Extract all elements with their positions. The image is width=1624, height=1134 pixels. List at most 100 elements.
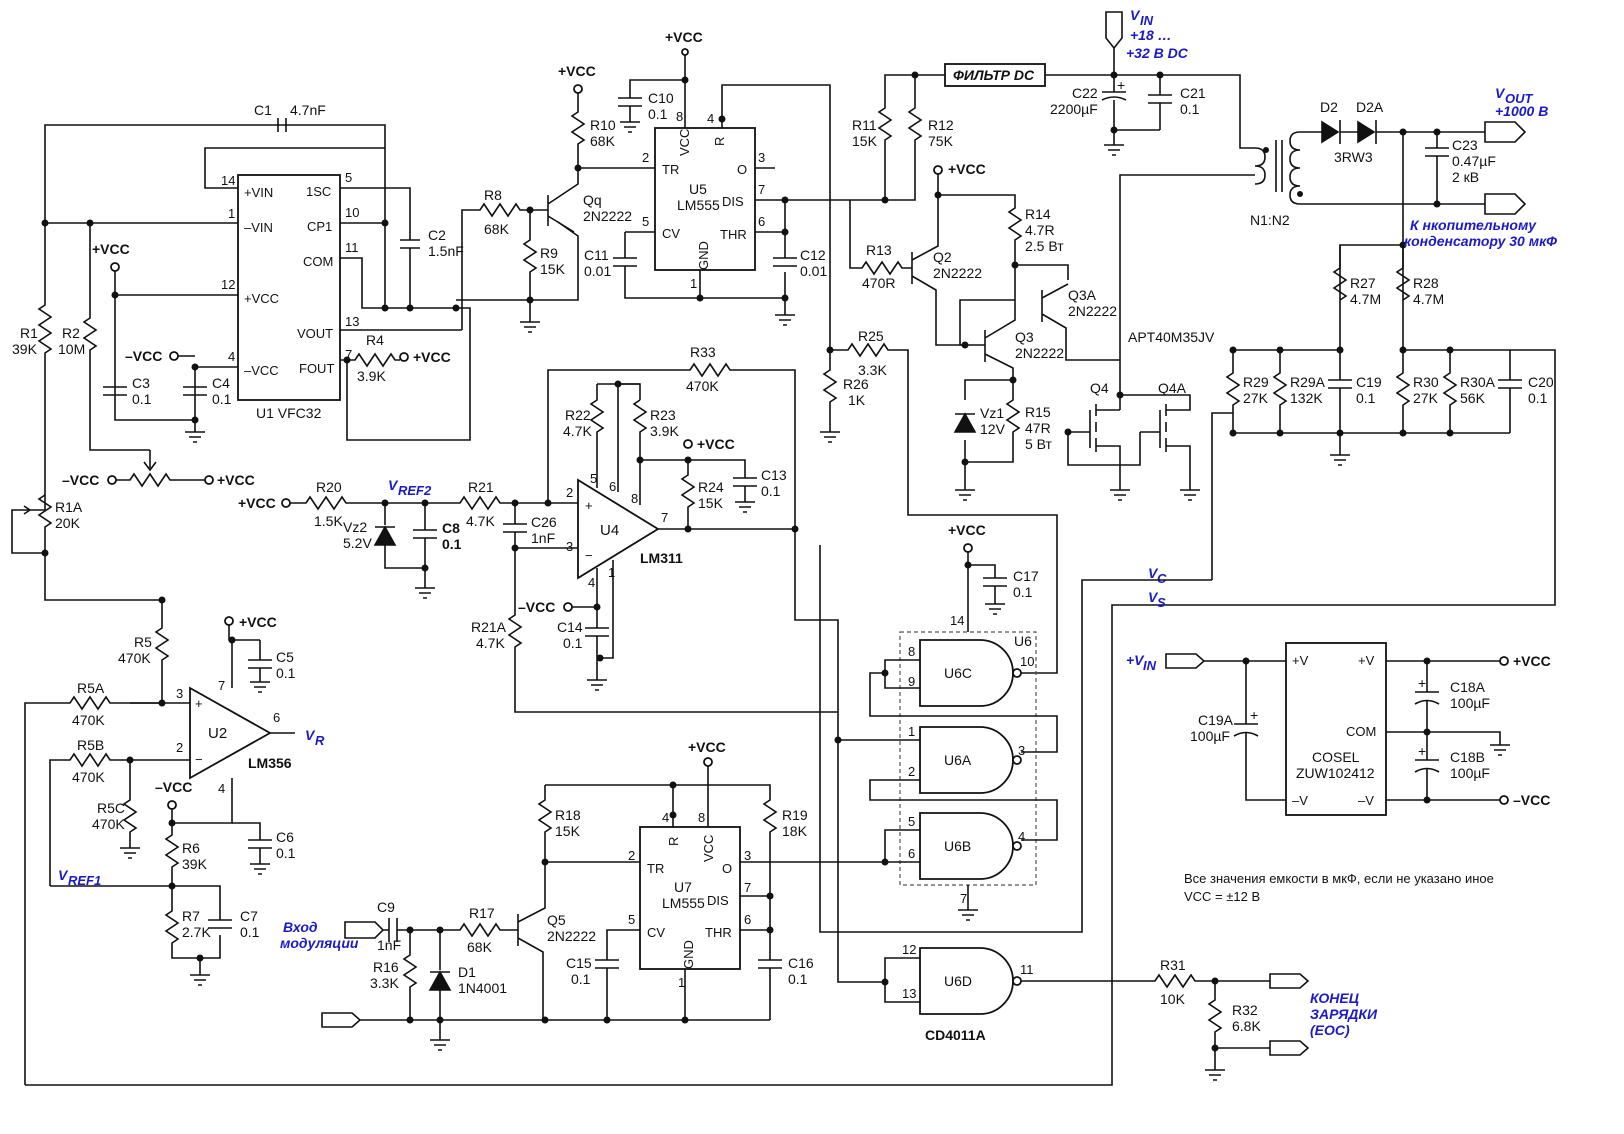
c17-label: C17: [1013, 568, 1039, 584]
c14-label: C14: [557, 619, 583, 635]
vcc-label-q2: +VCC: [948, 161, 986, 177]
r5a-value: 470K: [72, 712, 105, 728]
r21-label: R21: [468, 479, 494, 495]
u6a-label: U6A: [944, 752, 972, 768]
vref1-signal: V: [58, 867, 69, 883]
qq-value: 2N2222: [583, 208, 632, 224]
u7-pin5: 5: [628, 912, 635, 927]
u7-pin-r: R: [666, 837, 681, 846]
d2-label: D2: [1320, 99, 1338, 115]
r7-value: 2.7K: [182, 924, 211, 940]
cosel-pin-vout: +V: [1358, 653, 1375, 668]
r5b-value: 470K: [72, 769, 105, 785]
c19a-value: 100µF: [1190, 728, 1230, 744]
u5-pin-gnd: GND: [696, 241, 711, 270]
u5-label: U5: [689, 181, 707, 197]
u1-pin-com: COM: [303, 254, 333, 269]
r1a-label: R1A: [55, 499, 83, 515]
vout-label: V: [1495, 85, 1506, 101]
u6c-label: U6C: [944, 665, 972, 681]
r18-value: 15K: [555, 823, 581, 839]
u2-lm356: U2 LM356 + −: [189, 686, 292, 780]
r21a-label: R21A: [471, 619, 507, 635]
u1-pin-cp1: CP1: [307, 219, 332, 234]
u6-pin9: 9: [908, 674, 915, 689]
u5-pin8: 8: [676, 109, 683, 124]
vcc-label-u2: +VCC: [239, 614, 277, 630]
dc-filter-label: ФИЛЬТР DC: [953, 67, 1035, 83]
u7-pin-gnd: GND: [681, 940, 696, 969]
c26-label: C26: [531, 514, 557, 530]
u2-pin2: 2: [176, 740, 183, 755]
u4-lm311: U4 LM311 + −: [577, 478, 683, 580]
r5c-label: R5C: [97, 800, 125, 816]
u7-pin4: 4: [662, 810, 669, 825]
c10-value: 0.1: [648, 106, 668, 122]
u5-pin1: 1: [690, 276, 697, 291]
u6-pin2: 2: [908, 764, 915, 779]
vcc-label-u5: +VCC: [665, 29, 703, 45]
r29-value: 27K: [1243, 390, 1269, 406]
r1-label: R1: [20, 325, 38, 341]
u2-pin3: 3: [176, 686, 183, 701]
mod-input-label2: модуляции: [280, 935, 359, 951]
c11-label: C11: [584, 247, 609, 263]
u1-pinnum: 12: [221, 277, 235, 292]
u4-pin8: 8: [631, 491, 638, 506]
r28-value: 4.7M: [1413, 291, 1444, 307]
eoc-label3: (EOC): [1310, 1022, 1350, 1038]
vs-signal: V: [1148, 589, 1159, 605]
u1-pinnum: 5: [345, 170, 352, 185]
u6-label: U6: [1014, 633, 1032, 649]
r31-label: R31: [1160, 957, 1186, 973]
u7-pin-tr: TR: [647, 861, 664, 876]
r27-value: 4.7M: [1350, 291, 1381, 307]
u7-pin-cv: CV: [647, 925, 665, 940]
c9-value: 1nF: [377, 937, 401, 953]
c8-label: C8: [442, 520, 460, 536]
c26-value: 1nF: [531, 530, 555, 546]
r29-label: R29: [1243, 374, 1269, 390]
u7-pin-thr: THR: [705, 925, 732, 940]
vout-value: +1000 В: [1495, 103, 1548, 119]
r13-label: R13: [866, 242, 892, 258]
r9-value: 15K: [540, 261, 566, 277]
u2-minus: −: [195, 752, 203, 767]
c9-label: C9: [377, 899, 395, 915]
vin-label-sub: IN: [1140, 13, 1154, 28]
r17-value: 68K: [467, 939, 493, 955]
vin-range2: +32 В DC: [1126, 45, 1189, 61]
vr-signal: V: [305, 727, 316, 743]
vcc-label-r4: +VCC: [413, 349, 451, 365]
nvcc-label-u1: –VCC: [125, 348, 162, 364]
c4-value: 0.1: [212, 391, 232, 407]
c19-value: 0.1: [1356, 390, 1376, 406]
r9-label: R9: [540, 245, 558, 261]
u1-pin-vin-minus: –VIN: [244, 220, 273, 235]
cosel-pin-vin-neg: –V: [1292, 793, 1308, 808]
r15-power: 5 Вт: [1025, 436, 1053, 452]
r32-value: 6.8K: [1232, 1018, 1261, 1034]
c21-value: 0.1: [1180, 101, 1200, 117]
u6-pin11: 11: [1020, 962, 1034, 977]
c14-value: 0.1: [563, 635, 583, 651]
u7-lm555: TR CV VCC R O DIS THR GND U7 LM555: [639, 826, 741, 970]
r5c-value: 470K: [92, 816, 125, 832]
r1-value: 39K: [12, 341, 38, 357]
u1-vfc32: +VIN –VIN +VCC –VCC 1SC CP1 COM VOUT FOU…: [221, 170, 359, 421]
u6-pin12: 12: [902, 942, 916, 957]
r33-value: 470K: [686, 378, 719, 394]
u6d-label: U6D: [944, 973, 972, 989]
r22-value: 4.7K: [563, 423, 592, 439]
c19a-polarity: +: [1250, 707, 1258, 723]
r15-label: R15: [1025, 404, 1051, 420]
vcc-label-r10: +VCC: [558, 63, 596, 79]
r10-label: R10: [590, 117, 616, 133]
c23-value: 0.47µF: [1452, 153, 1496, 169]
d2-value: 3RW3: [1334, 149, 1373, 165]
r26-label: R26: [843, 376, 869, 392]
vcc-label-u7: +VCC: [688, 739, 726, 755]
r25-label: R25: [858, 328, 884, 344]
r27-label: R27: [1350, 275, 1376, 291]
c13-label: C13: [761, 467, 787, 483]
